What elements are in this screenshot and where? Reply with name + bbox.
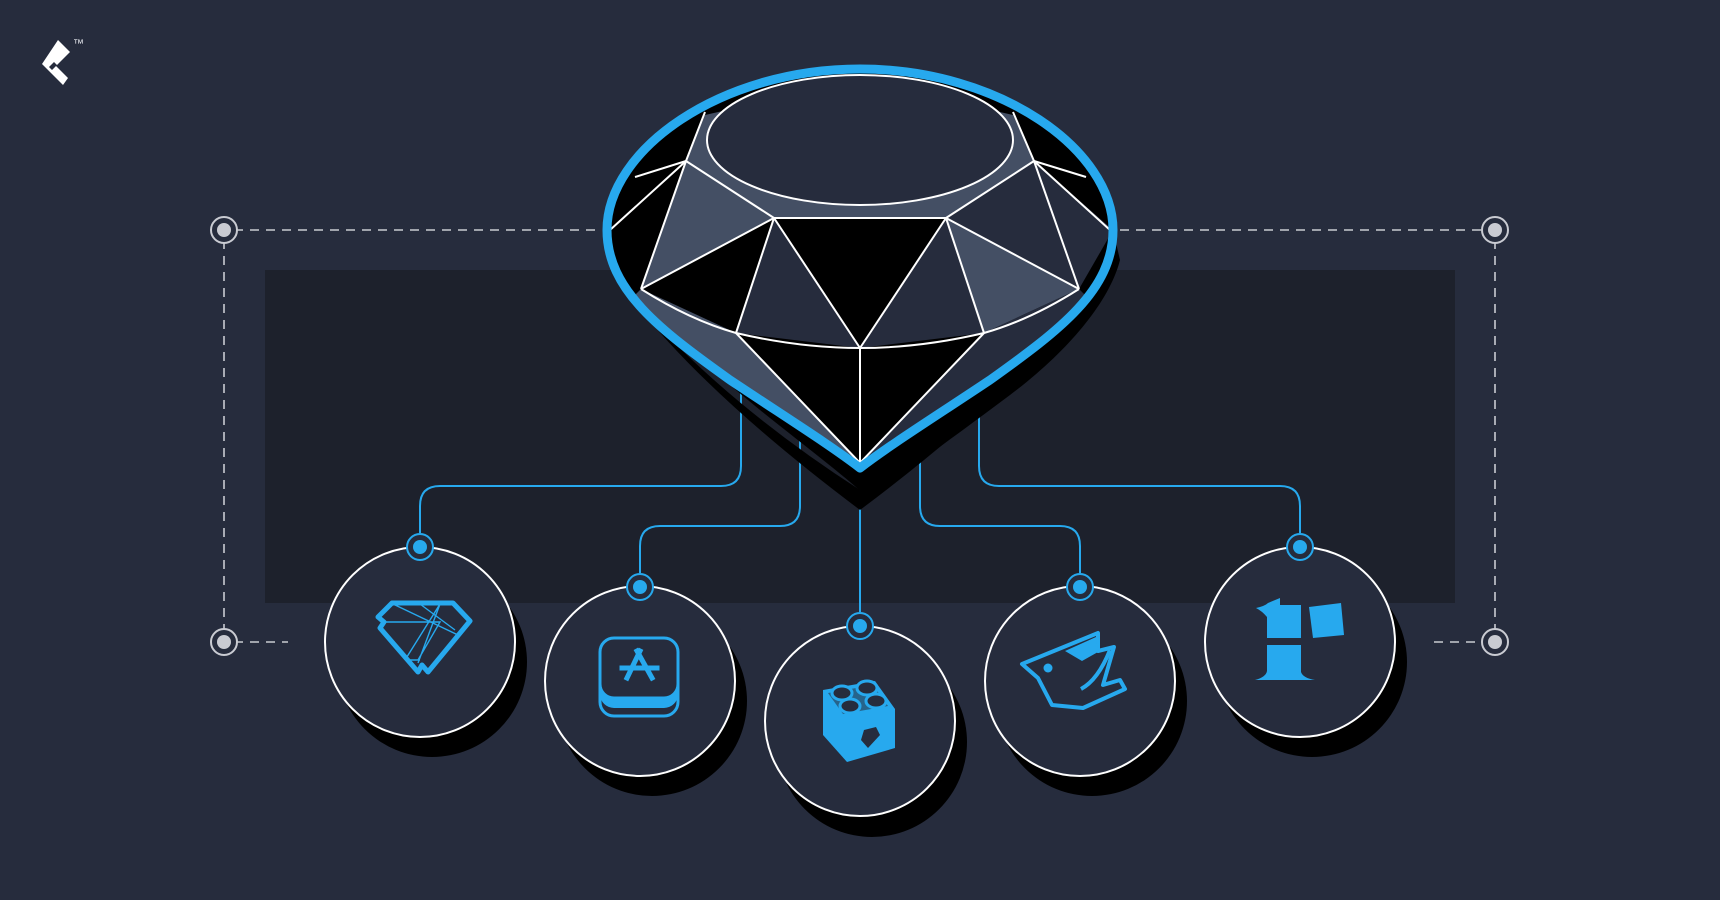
toptal-logo-icon[interactable] <box>38 38 90 90</box>
node-bird[interactable] <box>984 573 1187 796</box>
gem-outline <box>602 64 1118 473</box>
app-store-stack-icon <box>598 636 680 718</box>
node-sketch[interactable] <box>324 533 527 757</box>
node-gem-block[interactable] <box>764 612 967 837</box>
connector-lines <box>419 390 1301 612</box>
corner-node-bottom-right <box>1481 628 1509 656</box>
node-letterpress[interactable] <box>1204 533 1407 757</box>
ruby-gem-block-icon <box>823 679 895 762</box>
letterpress-r-icon <box>1255 598 1344 680</box>
corner-node-bottom-left <box>210 628 238 656</box>
bird-swift-icon <box>1020 631 1127 710</box>
corner-node-top-right <box>1481 216 1509 244</box>
frame-corner-nodes <box>210 216 1509 656</box>
node-app-store[interactable] <box>544 573 747 796</box>
dashed-frame <box>223 229 1496 643</box>
trademark-symbol: ™ <box>73 38 85 50</box>
corner-node-top-left <box>210 216 238 244</box>
sketch-diamond-icon <box>375 600 473 675</box>
